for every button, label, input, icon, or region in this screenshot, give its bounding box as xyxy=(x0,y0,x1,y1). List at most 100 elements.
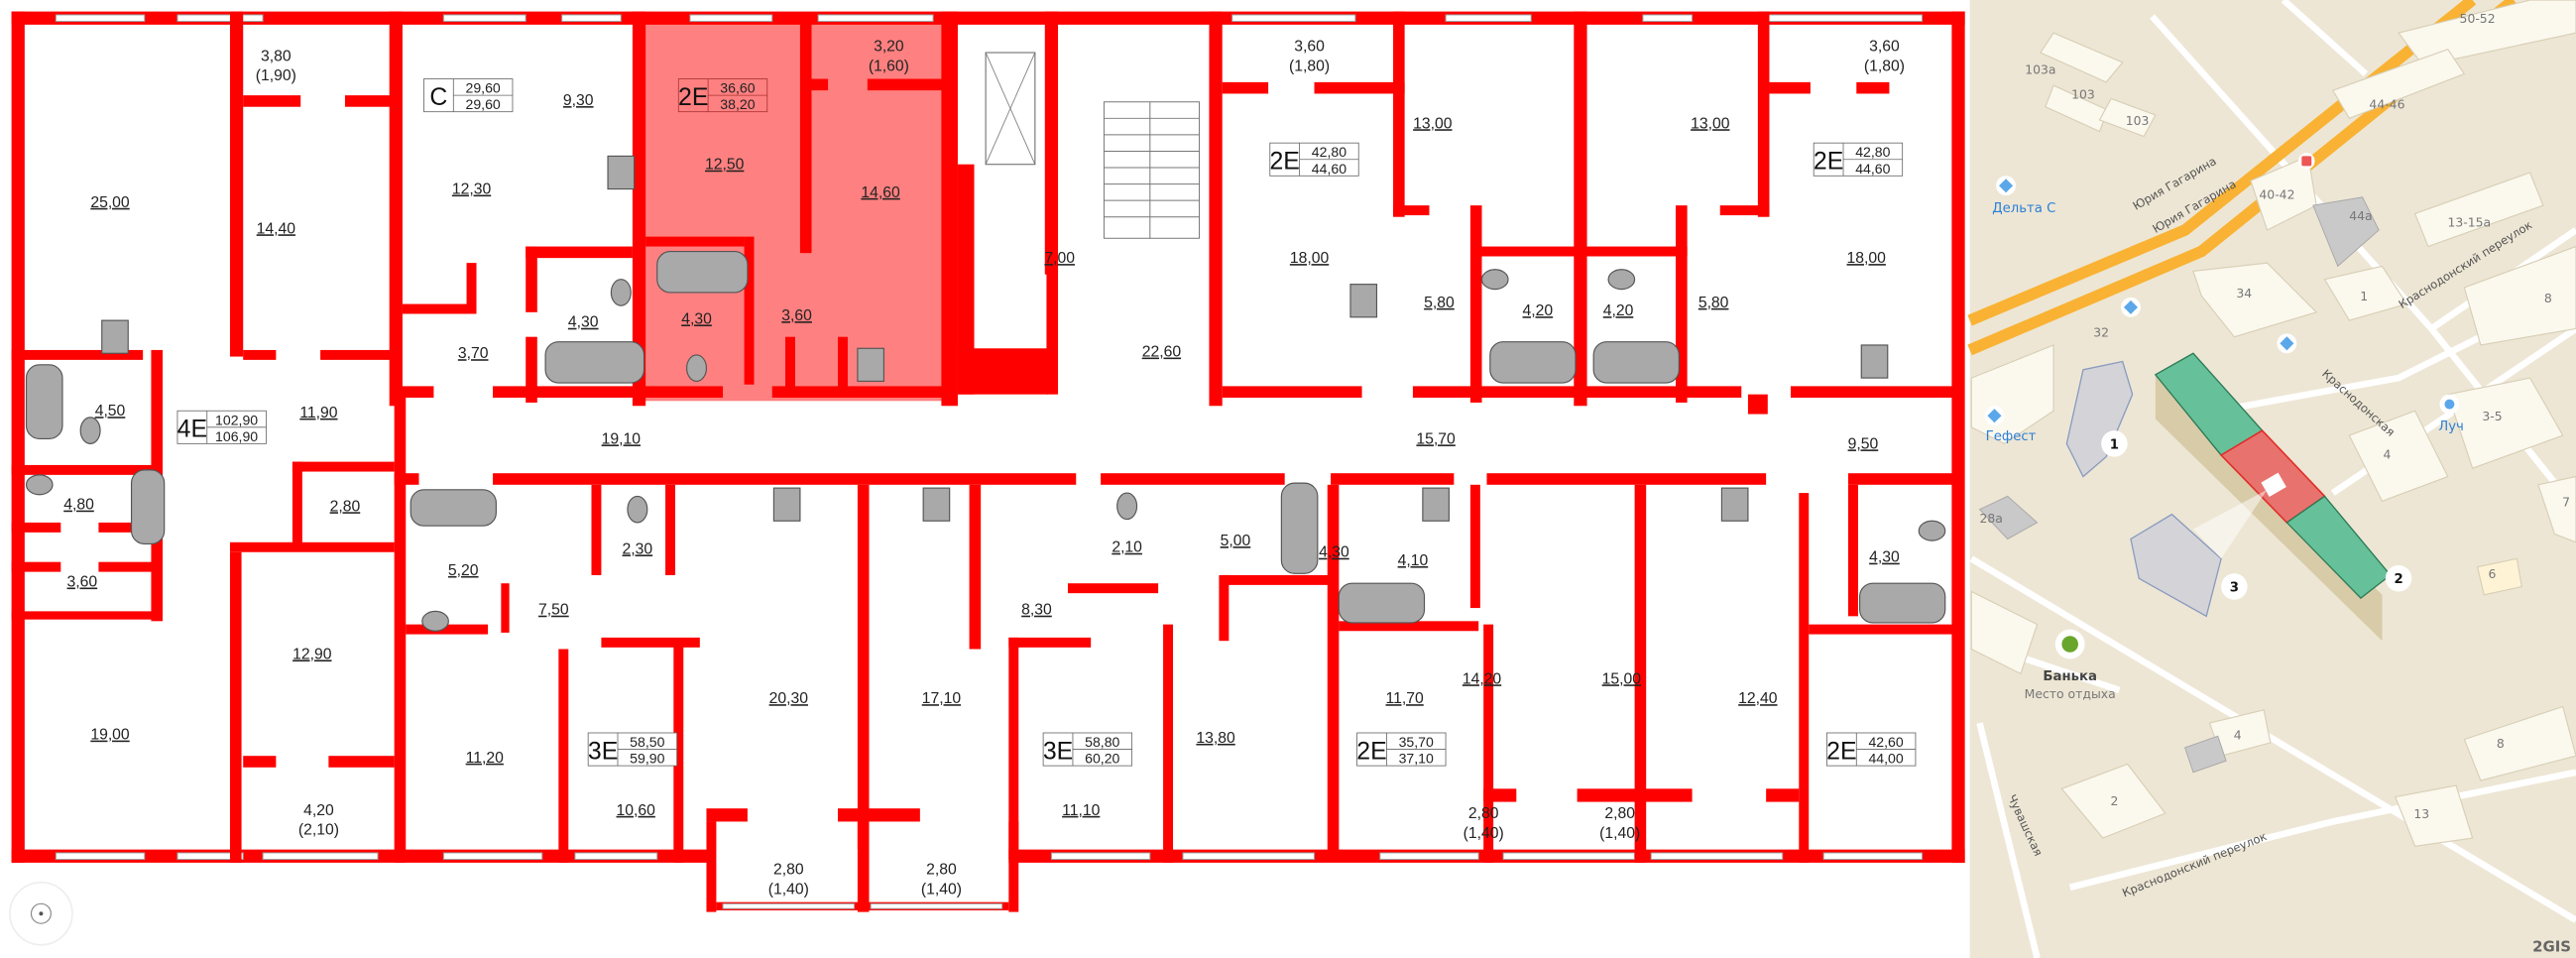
blue-poi[interactable] xyxy=(2121,297,2141,317)
stove-icon xyxy=(1720,487,1749,522)
unit-living-area: 58,80 xyxy=(1085,734,1119,750)
svg-text:3: 3 xyxy=(2230,580,2239,595)
svg-text:1: 1 xyxy=(2110,437,2119,452)
stove-icon xyxy=(1349,284,1378,318)
svg-text:Гефест: Гефест xyxy=(1986,429,2037,444)
unit-label[interactable]: 3E 58,50 59,90 xyxy=(587,732,678,767)
room-area: 12,40 xyxy=(1738,690,1778,707)
svg-text:3-5: 3-5 xyxy=(2482,409,2502,423)
room-labels: 25,00 3,80 (1,90) 14,40 12,30 9,30 12,50… xyxy=(63,38,1905,898)
balcony-reduced-area: (1,60) xyxy=(869,58,909,74)
unit-total-area: 44,60 xyxy=(1312,161,1347,177)
unit-label[interactable]: 2E 42,80 44,60 xyxy=(1269,142,1359,177)
toilet-icon xyxy=(1480,269,1509,291)
compass-icon xyxy=(9,881,73,946)
unit-total-area: 29,60 xyxy=(466,96,501,112)
svg-text:44-46: 44-46 xyxy=(2369,96,2404,111)
building-marker[interactable]: 1 xyxy=(2101,430,2128,457)
unit-living-area: 36,60 xyxy=(720,80,755,96)
room-area: 4,30 xyxy=(1319,544,1349,561)
bathtub-icon xyxy=(656,250,749,294)
bathtub-icon xyxy=(544,341,645,384)
svg-text:2: 2 xyxy=(2110,793,2118,808)
bathtub-icon xyxy=(410,489,497,527)
map-buildings xyxy=(1970,0,2576,847)
selected-apartment-highlight[interactable] xyxy=(641,19,957,402)
wall xyxy=(857,821,870,912)
room-area: 12,30 xyxy=(452,181,492,198)
svg-text:8: 8 xyxy=(2544,291,2552,305)
svg-text:Место отдыха: Место отдыха xyxy=(2025,686,2116,701)
stoves xyxy=(101,155,1889,522)
svg-text:Дельта С: Дельта С xyxy=(1992,201,2055,216)
wall xyxy=(1008,821,1019,912)
svg-text:28а: 28а xyxy=(1979,511,2002,526)
toilet-icon xyxy=(25,474,54,496)
unit-total-area: 59,90 xyxy=(630,751,664,767)
room-area: 5,80 xyxy=(1698,295,1729,311)
poi-luch[interactable]: Луч xyxy=(2438,394,2464,434)
location-map[interactable]: 1 2 3 103а 103 103 50-52 44-46 40-42 44а… xyxy=(1966,0,2576,958)
room-area: 25,00 xyxy=(90,194,130,211)
room-area: 18,00 xyxy=(1847,250,1887,267)
unit-label[interactable]: 2E 42,60 44,00 xyxy=(1826,732,1917,767)
balcony-reduced-area: (1,80) xyxy=(1864,58,1905,74)
room-area: 12,50 xyxy=(705,157,745,174)
bathtub-icon xyxy=(1338,582,1426,624)
unit-total-area: 106,90 xyxy=(215,428,258,444)
globe-icon xyxy=(2444,399,2455,410)
camera-viewpoint-icon xyxy=(2261,472,2286,497)
bathtub-icon xyxy=(1489,341,1577,384)
room-area: 3,60 xyxy=(781,307,812,324)
svg-text:Луч: Луч xyxy=(2438,419,2464,434)
unit-label[interactable]: 2E 35,70 37,10 xyxy=(1356,732,1447,767)
unit-type: C xyxy=(429,84,447,111)
room-area: 4,30 xyxy=(681,310,712,327)
unit-type: 2E xyxy=(678,84,708,111)
room-area: 4,30 xyxy=(1869,549,1900,566)
room-area: 4,20 xyxy=(1523,302,1554,319)
svg-text:4: 4 xyxy=(2384,446,2392,461)
wall xyxy=(716,901,1009,910)
room-area: 22,60 xyxy=(1142,344,1182,361)
balcony-area: 2,80 xyxy=(926,861,957,878)
room-area: 4,50 xyxy=(95,403,126,419)
room-area: 4,10 xyxy=(1398,552,1429,569)
unit-label[interactable]: C 29,60 29,60 xyxy=(423,78,514,113)
medical-cross-icon xyxy=(2301,156,2312,167)
unit-type: 2E xyxy=(1356,738,1386,765)
room-area: 4,80 xyxy=(63,497,94,514)
unit-label[interactable]: 3E 58,80 60,20 xyxy=(1042,732,1133,767)
map-attribution[interactable]: 2GIS xyxy=(2532,937,2571,955)
svg-text:103а: 103а xyxy=(2025,62,2055,77)
stove-icon xyxy=(1422,487,1450,522)
unit-label[interactable]: 4E 102,90 106,90 xyxy=(176,410,267,444)
balcony-reduced-area: (1,40) xyxy=(1599,825,1640,842)
room-area: 15,70 xyxy=(1416,430,1456,447)
room-area: 11,10 xyxy=(1062,802,1100,819)
room-area: 17,10 xyxy=(922,690,962,707)
hospital-poi[interactable] xyxy=(2297,153,2315,170)
svg-text:44а: 44а xyxy=(2349,208,2372,223)
balcony-area: 3,20 xyxy=(874,38,904,55)
bathtub-icon xyxy=(130,469,166,545)
poi-gefest[interactable]: Гефест xyxy=(1984,406,2037,444)
balcony-area: 3,60 xyxy=(1294,38,1325,55)
poi-delta[interactable]: Дельта С xyxy=(1992,176,2055,216)
balcony-reduced-area: (1,90) xyxy=(256,67,296,84)
unit-label-selected[interactable]: 2E 36,60 38,20 xyxy=(677,78,768,113)
room-area: 11,20 xyxy=(466,750,504,767)
blue-poi[interactable] xyxy=(2277,333,2297,354)
poi-banka[interactable]: Банька Место отдыха xyxy=(2025,629,2116,702)
unit-type: 3E xyxy=(1043,738,1073,765)
balcony-area: 3,80 xyxy=(261,48,292,64)
stove-icon xyxy=(772,487,801,522)
building-marker[interactable]: 3 xyxy=(2221,573,2248,600)
building-marker[interactable]: 2 xyxy=(2385,564,2412,592)
unit-label[interactable]: 2E 42,80 44,60 xyxy=(1813,142,1904,177)
svg-text:34: 34 xyxy=(2236,286,2252,300)
windows xyxy=(55,14,1924,909)
balcony-area: 3,60 xyxy=(1869,38,1900,55)
room-area: 4,20 xyxy=(1603,302,1634,319)
